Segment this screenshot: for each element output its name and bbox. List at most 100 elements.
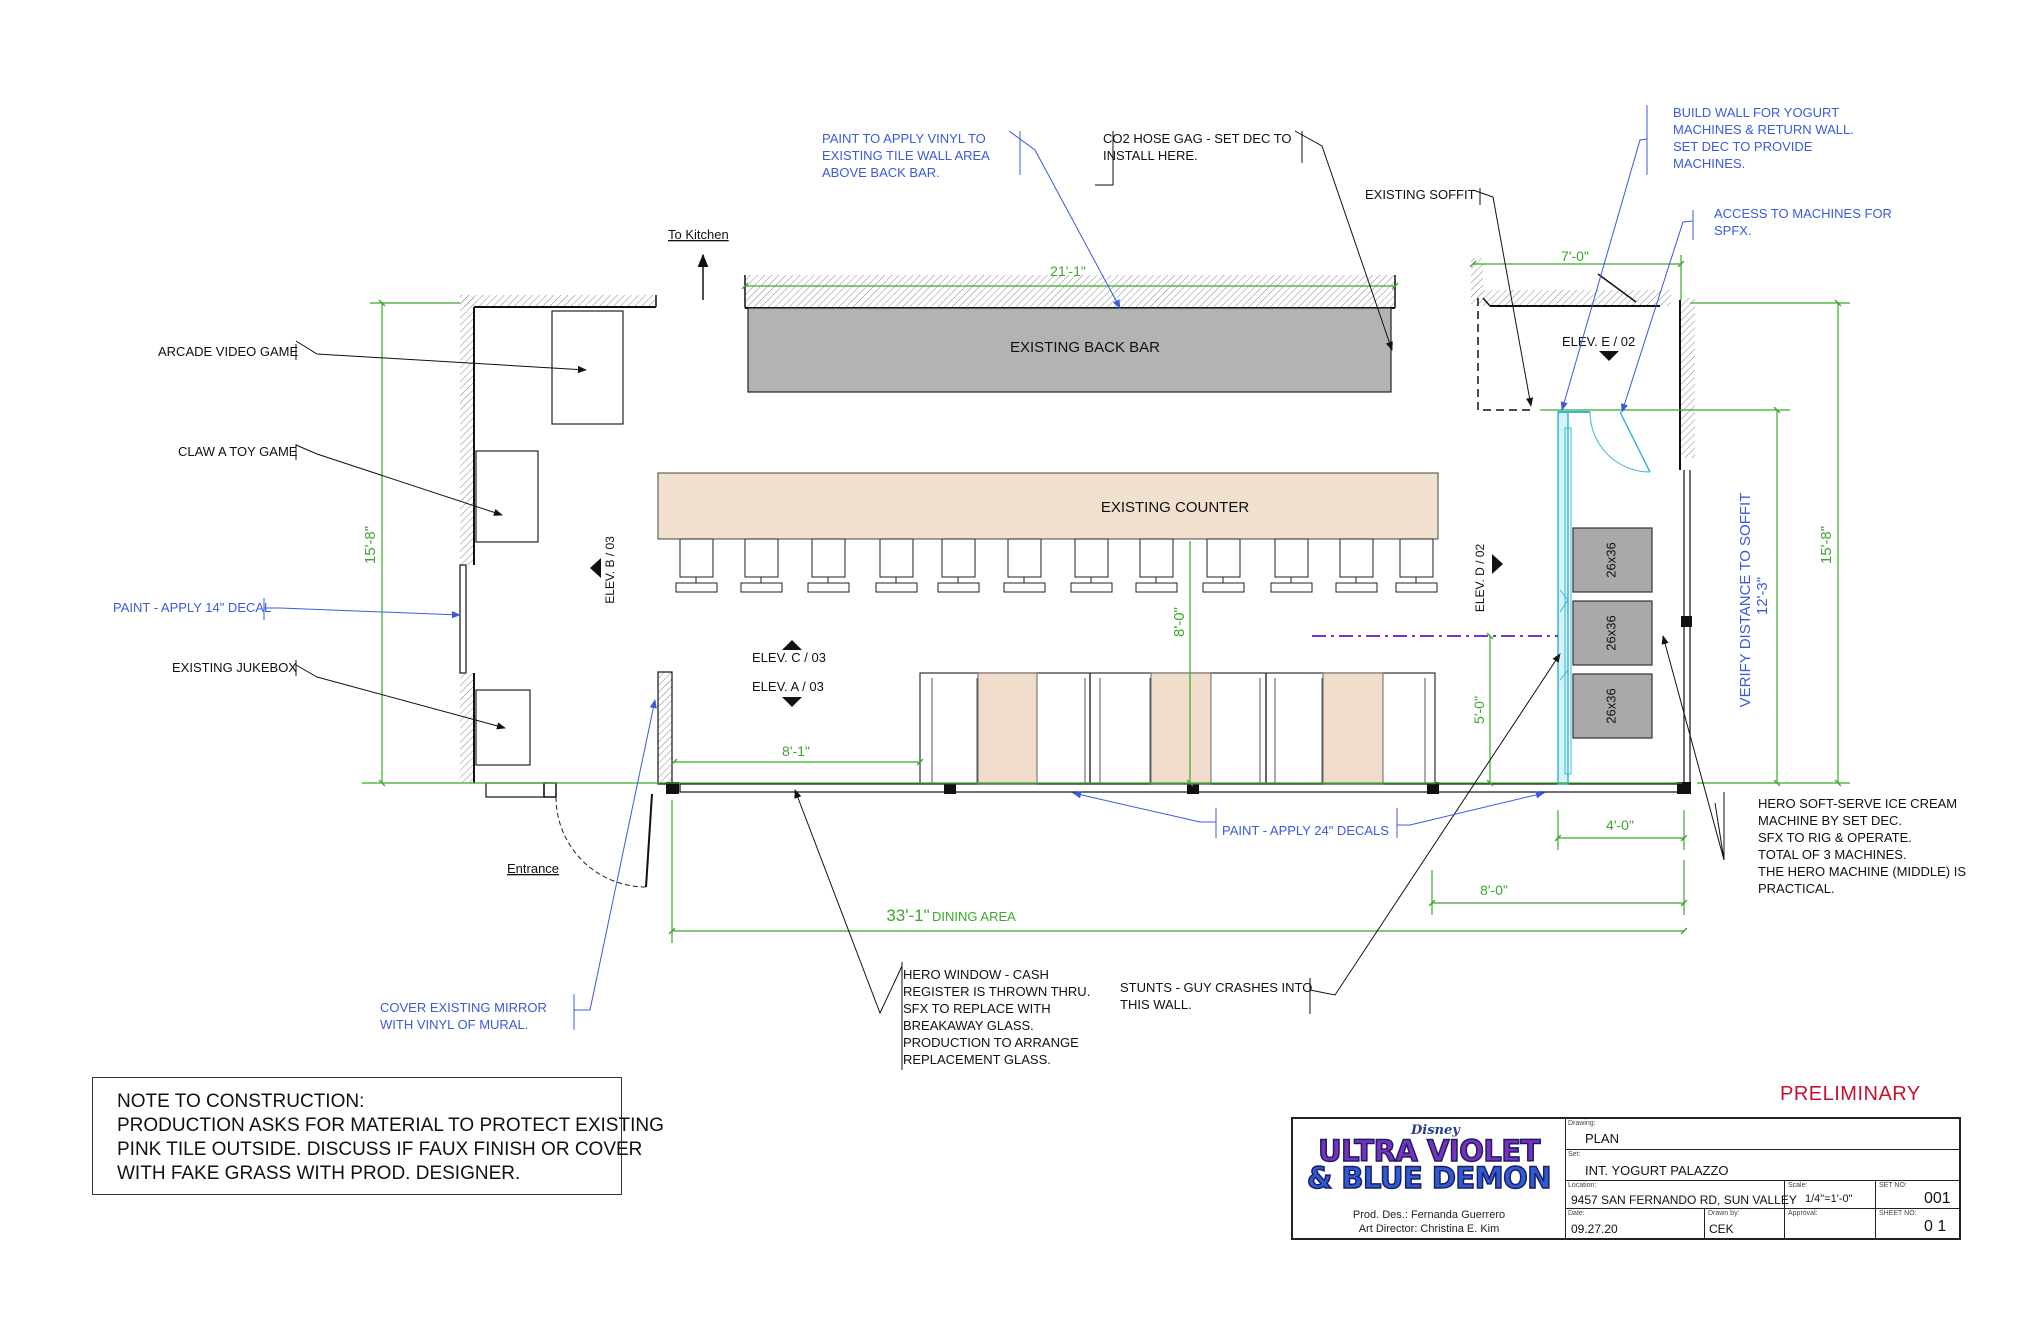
paint-vinyl-note: PAINT TO APPLY VINYL TO EXISTING TILE WA… (822, 131, 993, 180)
bar-stool-base (937, 582, 980, 593)
stunts-note: STUNTS - GUY CRASHES INTO THIS WALL. (1120, 980, 1316, 1012)
bar-stool-base (1135, 582, 1178, 593)
note-line: PINK TILE OUTSIDE. DISCUSS IF FAUX FINIS… (117, 1139, 643, 1160)
bar-stool (679, 538, 714, 578)
dim-entry-gap: 8'-1" (782, 743, 810, 759)
claw-toy-game (475, 450, 539, 543)
machine-1-label: 26x36 (1603, 542, 1618, 577)
bar-stool (1274, 538, 1309, 578)
drawing-cell: Drawing: PLAN (1565, 1119, 1959, 1150)
soffit-dashed-outline (1477, 298, 1535, 411)
dim-right-zone: 8'-0" (1480, 882, 1508, 898)
dim-right-height: 15'-8" (1818, 526, 1835, 564)
set-value: INT. YOGURT PALAZZO (1585, 1163, 1729, 1178)
new-machine-wall (1557, 411, 1651, 785)
sheet-no-value: 0 1 (1924, 1218, 1947, 1235)
note-line: PRODUCTION ASKS FOR MATERIAL TO PROTECT … (117, 1115, 664, 1136)
elev-d-label: ELEV. D / 02 (1473, 544, 1487, 613)
existing-counter (657, 472, 1439, 540)
build-wall-note: BUILD WALL FOR YOGURT MACHINES & RETURN … (1673, 105, 1857, 171)
scale-value: 1/4"=1'-0" (1805, 1193, 1853, 1205)
dim-machine-depth: 4'-0" (1606, 817, 1634, 833)
dim-back-bar: 21'-1" (1050, 263, 1086, 279)
logo-line-2: & BLUE DEMON (1306, 1161, 1552, 1195)
jukebox-label: EXISTING JUKEBOX (172, 660, 297, 675)
set-no-value: 001 (1924, 1190, 1951, 1207)
location-value: 9457 SAN FERNANDO RD, SUN VALLEY (1571, 1193, 1797, 1207)
set-cell: Set: INT. YOGURT PALAZZO (1565, 1150, 1959, 1181)
location-cell: Location: 9457 SAN FERNANDO RD, SUN VALL… (1565, 1181, 1797, 1209)
bar-stool (1399, 538, 1434, 578)
dining-booths (919, 672, 1436, 785)
to-kitchen-label: To Kitchen (668, 227, 729, 242)
bar-stools (675, 538, 1438, 593)
verify-soffit-label: VERIFY DISTANCE TO SOFFIT (1737, 493, 1754, 708)
set-no-caption: SET NO: (1879, 1182, 1907, 1189)
back-bar-label: EXISTING BACK BAR (1010, 339, 1160, 356)
paint-24-label: PAINT - APPLY 24" DECALS (1222, 823, 1389, 838)
bar-stool (1206, 538, 1241, 578)
elev-c-label: ELEV. C / 03 (752, 650, 826, 665)
prod-designer-credit: Prod. Des.: Fernanda Guerrero (1352, 1209, 1506, 1221)
drawn-by-caption: Drawn by: (1708, 1210, 1740, 1217)
existing-soffit-note: EXISTING SOFFIT (1365, 187, 1476, 202)
preliminary-stamp: PRELIMINARY (1780, 1083, 1921, 1105)
approval-cell: Approval: (1785, 1209, 1876, 1238)
note-line: WITH FAKE GRASS WITH PROD. DESIGNER. (117, 1163, 521, 1184)
cover-mirror-note: COVER EXISTING MIRROR WITH VINYL OF MURA… (380, 1000, 550, 1032)
elev-a-label: ELEV. A / 03 (752, 679, 824, 694)
dim-booth-clear: 8'-0" (1171, 607, 1188, 637)
bar-stool (1007, 538, 1042, 578)
date-cell: Date: 09.27.20 (1565, 1209, 1705, 1238)
scale-caption: Scale: (1788, 1182, 1808, 1189)
elev-b-label: ELEV. B / 03 (603, 536, 617, 604)
bar-stool-base (807, 582, 850, 593)
entrance-door (555, 793, 653, 888)
drawn-by-value: CEK (1709, 1222, 1734, 1236)
bar-stool-base (875, 582, 918, 593)
drawing-caption: Drawing: (1568, 1120, 1596, 1127)
disney-logo: Disney (1411, 1123, 1460, 1138)
approval-caption: Approval: (1788, 1210, 1818, 1217)
dim-left-height: 15'-8" (362, 526, 379, 564)
scale-cell: Scale: 1/4"=1'-0" (1785, 1181, 1876, 1209)
hero-softserve-note: HERO SOFT-SERVE ICE CREAM MACHINE BY SET… (1758, 796, 1970, 896)
bar-stool-base (1070, 582, 1113, 593)
existing-back-bar (747, 307, 1392, 393)
bar-stool (744, 538, 779, 578)
dim-machine-offset: 5'-0" (1471, 696, 1487, 724)
bar-stool (879, 538, 914, 578)
claw-label: CLAW A TOY GAME (178, 444, 298, 459)
dim-dining-label: DINING AREA (932, 909, 1016, 924)
bar-stool (941, 538, 976, 578)
construction-note: NOTE TO CONSTRUCTION: PRODUCTION ASKS FO… (92, 1077, 664, 1195)
bar-stool-base (1202, 582, 1245, 593)
location-caption: Location: (1568, 1182, 1597, 1189)
dim-soffit-width: 7'-0" (1561, 248, 1589, 264)
set-caption: Set: (1568, 1151, 1581, 1158)
bar-stool-base (675, 582, 718, 593)
elev-e-label: ELEV. E / 02 (1562, 334, 1635, 349)
door-stud (1597, 273, 1637, 303)
logo-line-1: ULTRA VIOLET (1317, 1134, 1541, 1168)
bar-stool-base (1270, 582, 1313, 593)
dimension-texts: 21'-1" 7'-0" 15'-8" 15'-8" 8'-0" 8'-1" 5… (362, 248, 1835, 925)
bar-stool-base (1003, 582, 1046, 593)
bar-stool (1074, 538, 1109, 578)
leader-brackets-black (295, 131, 1725, 1070)
dimension-lines (362, 255, 1850, 943)
drawn-by-cell: Drawn by: CEK (1705, 1209, 1785, 1238)
hero-window-note: HERO WINDOW - CASH REGISTER IS THROWN TH… (903, 967, 1094, 1067)
date-caption: Date: (1568, 1210, 1585, 1217)
entrance-label: Entrance (507, 861, 559, 876)
drawing-value: PLAN (1585, 1131, 1619, 1146)
show-logo: Disney ULTRA VIOLET & BLUE DEMON Prod. D… (1293, 1119, 1566, 1238)
set-no-cell: SET NO: 001 (1876, 1181, 1959, 1209)
title-block: Disney ULTRA VIOLET & BLUE DEMON Prod. D… (1291, 1117, 1961, 1240)
bar-stool (811, 538, 846, 578)
co2-gag-note: CO2 HOSE GAG - SET DEC TO INSTALL HERE. (1103, 131, 1295, 163)
date-value: 09.27.20 (1571, 1222, 1618, 1236)
bar-stool-base (740, 582, 783, 593)
dim-dining-len: 33'-1" (886, 906, 929, 925)
